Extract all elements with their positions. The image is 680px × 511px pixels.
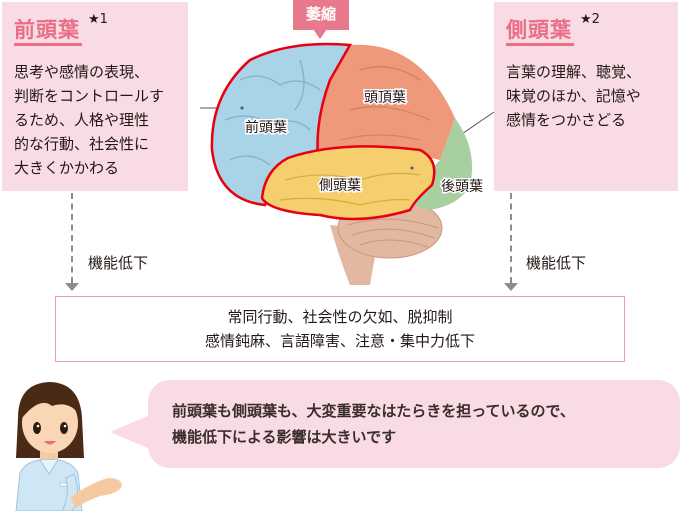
frontal-lobe-description: 思考や感情の表現、 判断をコントロールす るため、人格や理性 的な行動、社会性に…	[14, 63, 165, 177]
atrophy-tag: 萎縮	[293, 0, 349, 39]
temporal-lobe-description: 言葉の理解、聴覚、 味覚のほか、記憶や 感情をつかさどる	[506, 63, 642, 129]
symptoms-line-1: 常同行動、社会性の欠如、脱抑制	[227, 308, 453, 326]
right-function-decline-label: 機能低下	[526, 254, 587, 272]
parietal-lobe	[317, 44, 455, 161]
down-arrow-icon	[504, 283, 518, 291]
frontal-lobe	[210, 42, 353, 207]
frontal-lobe-title: 前頭葉	[14, 18, 80, 42]
symptoms-box: 常同行動、社会性の欠如、脱抑制 感情鈍麻、言語障害、注意・集中力低下	[55, 296, 625, 362]
brain-illustration: 前頭葉 頭頂葉 側頭葉 後頭葉	[200, 42, 495, 285]
parietal-lobe-label: 頭頂葉	[364, 90, 406, 106]
right-dashed-line	[510, 193, 512, 283]
speech-bubble-tail	[110, 414, 152, 450]
title-underline	[506, 43, 574, 46]
speech-bubble-text: 前頭葉も側頭葉も、大変重要なはたらきを担っているので、 機能低下による影響は大き…	[172, 402, 575, 446]
title-underline	[14, 43, 82, 46]
speech-bubble	[148, 380, 680, 468]
temporal-lobe-label: 側頭葉	[319, 178, 361, 194]
temporal-lobe-info-box: 側頭葉 ★2 言葉の理解、聴覚、 味覚のほか、記憶や 感情をつかさどる	[494, 2, 678, 191]
footnote-marker: ★2	[580, 12, 600, 27]
left-function-decline-label: 機能低下	[88, 254, 149, 272]
left-dashed-line	[71, 193, 73, 283]
frontal-lobe-label: 前頭葉	[245, 119, 287, 136]
nurse-avatar	[15, 382, 122, 511]
temporal-lobe-title: 側頭葉	[506, 18, 572, 42]
occipital-lobe-label: 後頭葉	[441, 179, 483, 195]
footnote-marker: ★1	[88, 12, 108, 27]
down-arrow-icon	[65, 283, 79, 291]
symptoms-line-2: 感情鈍麻、言語障害、注意・集中力低下	[204, 332, 475, 350]
temporal-lobe	[260, 145, 436, 221]
frontal-lobe-info-box: 前頭葉 ★1 思考や感情の表現、 判断をコントロールす るため、人格や理性 的な…	[2, 2, 188, 191]
